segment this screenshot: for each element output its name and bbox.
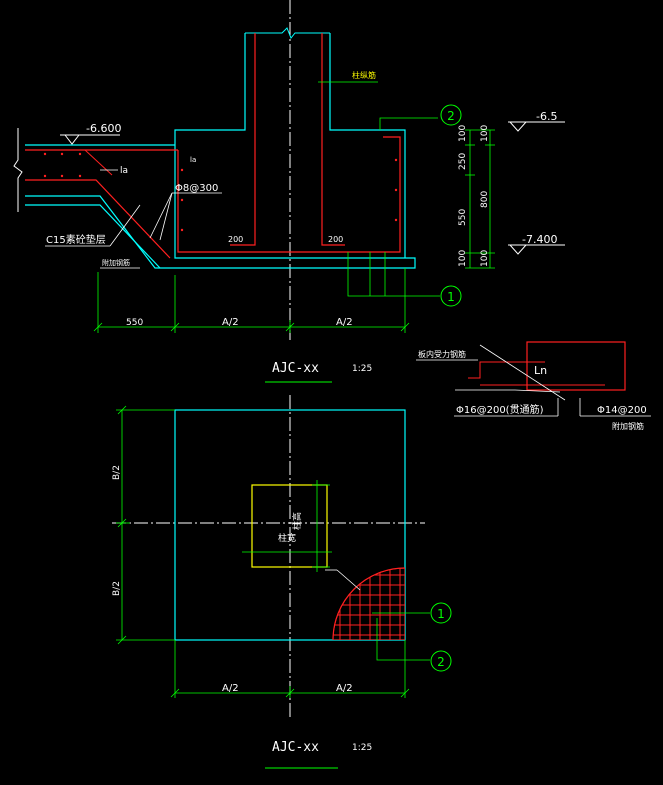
column-dims [242,480,332,572]
slab-extra-rebar [84,149,113,176]
dimension-vertical [465,129,495,269]
footing-outline [25,33,416,269]
slab-bottom-rebar [25,179,171,259]
marker-2-plan: 2 [376,618,452,672]
plan-view: 柱宽 柱高 B/2 B/2 A/2 A/2 [112,395,452,769]
dimension-horizontal [93,268,410,333]
dim-v-3: 550 [458,209,468,226]
dim-v-1: 100 [458,125,468,142]
dim-vt-2: 800 [480,191,490,208]
column-rebar-right [321,33,345,246]
dim-v-4: 100 [458,250,468,267]
rebar-spacing-label: Φ8@300 [175,183,218,194]
column-right-edge [329,33,406,258]
plan-dim-left [116,405,175,645]
elev-top-right-text: -6.5 [536,110,557,123]
detail-rebar-main: Φ16@200(贯通筋) [456,403,544,416]
lap-length-label: la [120,166,128,176]
column-rebar-left [230,33,256,246]
plan-dim-b-top: B/2 [112,465,122,480]
dim-h-a2-left: A/2 [222,317,239,328]
section-view: -6.600 -6.5 -7.400 la la Φ8@300 200 200 … [13,0,565,383]
marker-2-section-text: 2 [447,109,455,123]
detail-rebar-extra: Φ14@200 [597,405,647,416]
col-height-label: 柱高 [291,512,303,530]
column-rebar-label: 柱纵筋 [352,70,376,80]
elevation-slab-top: -6.600 [60,122,121,145]
dim-v-2: 250 [458,153,468,170]
detail-lap-label: Ln [534,364,547,377]
dim-vt-1: 100 [480,125,490,142]
plan-title: AJC-xx [272,740,319,755]
column-plan-outline [251,484,328,568]
bend-right-label: 200 [328,235,343,244]
marker-2-plan-text: 2 [437,655,445,669]
footing-plan-outline [174,409,406,641]
rebar-mesh [333,568,405,640]
plan-scale: 1:25 [352,743,372,753]
section-title: AJC-xx [272,361,319,376]
detail-extra-label: 附加钢筋 [612,421,644,431]
rebar-detail: 板内受力钢筋 Ln Φ16@200(贯通筋) Φ14@200 附加钢筋 [416,341,651,431]
slab-break-line [13,128,23,212]
plan-dim-bottom [170,640,410,698]
marker-1-plan-text: 1 [437,607,445,621]
c15-cushion-label: C15素砼垫层 [46,233,106,246]
elevation-top-right: -6.5 [508,110,565,132]
marker-1-section: 1 [347,252,462,307]
footing-rebar [177,136,401,253]
col-width-label: 柱宽 [278,532,296,544]
marker-1-section-text: 1 [447,290,455,304]
bend-left-label: 200 [228,235,243,244]
column-break-line [245,27,330,39]
slab-bottom-edge [25,204,161,269]
marker-2-section: 2 [379,104,462,130]
plan-dim-a-left: A/2 [222,683,239,694]
section-scale: 1:25 [352,364,372,374]
extra-rebar-label: 附加钢筋 [102,258,130,267]
marker-1-plan: 1 [372,602,452,624]
elevation-base: -7.400 [508,233,565,255]
rebar-dots [43,152,398,232]
dim-vt-3: 100 [480,250,490,267]
dim-h-550: 550 [126,318,143,328]
elev-base-text: -7.400 [522,233,557,246]
dim-h-a2-right: A/2 [336,317,353,328]
plan-dim-b-bottom: B/2 [112,581,122,596]
lap-length-small: la [190,156,196,164]
detail-slab-rebar-label: 板内受力钢筋 [418,349,466,359]
plan-dim-a-right: A/2 [336,683,353,694]
elev-slab-top-text: -6.600 [86,122,121,135]
